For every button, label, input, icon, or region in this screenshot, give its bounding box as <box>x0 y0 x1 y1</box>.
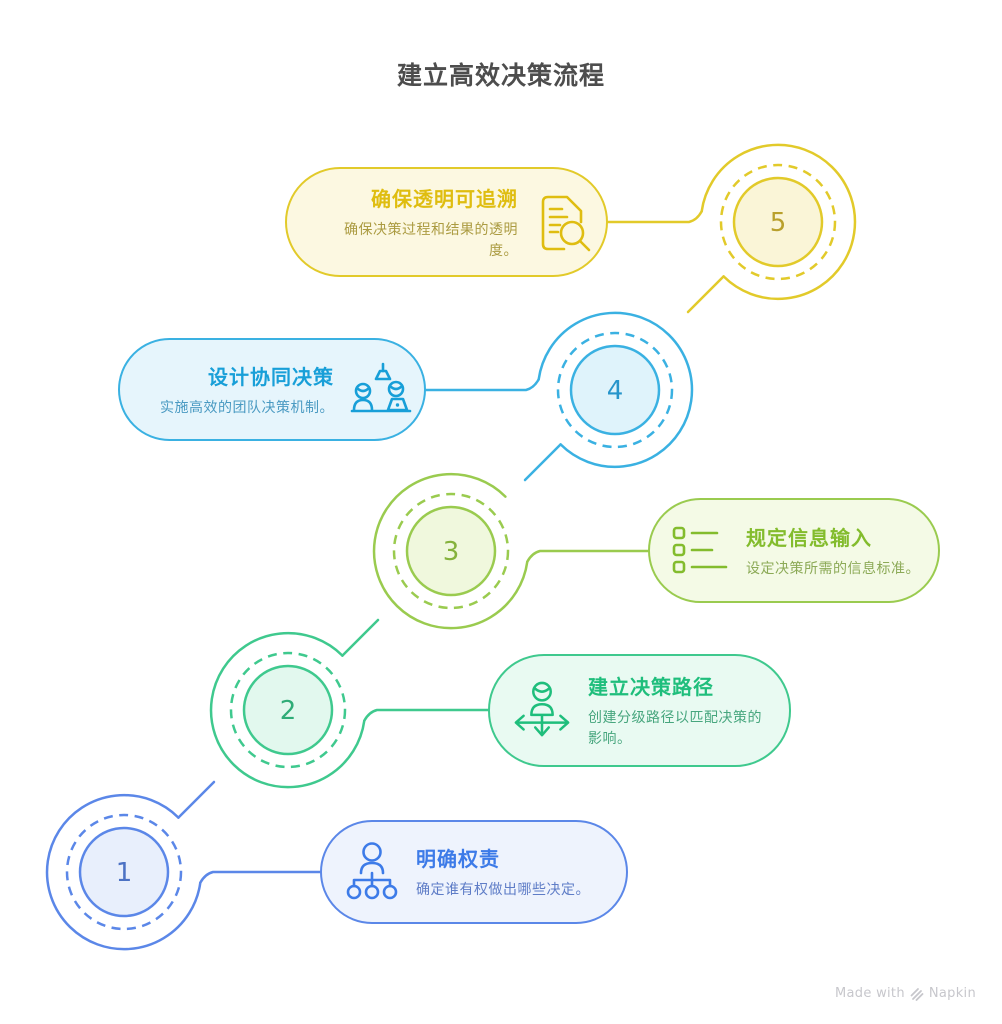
step-2-tail <box>341 618 380 657</box>
step-2-card: 建立决策路径 创建分级路径以匹配决策的影响。 <box>488 654 791 767</box>
step-1-card: 明确权责 确定谁有权做出哪些决定。 <box>320 820 628 924</box>
step-3-number: 3 <box>443 537 460 567</box>
made-with-napkin-badge[interactable]: Made with Napkin <box>835 986 976 1001</box>
brand-label: Napkin <box>928 986 976 1001</box>
step-3-ring <box>372 472 529 630</box>
page-title: 建立高效决策流程 <box>396 61 605 90</box>
step-2-title: 建立决策路径 <box>588 675 714 699</box>
step-2-dashed-ring <box>229 651 347 769</box>
step-2-description: 创建分级路径以匹配决策的影响。 <box>588 710 762 747</box>
step-2-number: 2 <box>280 696 297 726</box>
step-5-title: 确保透明可追溯 <box>371 186 518 211</box>
step-4-node: 4 <box>424 311 694 482</box>
step-3-title: 规定信息输入 <box>746 525 872 550</box>
step-5-node: 5 <box>606 143 857 314</box>
step-1-connector <box>199 870 322 884</box>
step-4-dashed-ring <box>556 331 674 449</box>
step-3-description: 设定决策所需的信息标准。 <box>746 560 920 577</box>
step-1-description: 确定谁有权做出哪些决定。 <box>416 882 590 898</box>
step-4-number-badge <box>569 344 661 436</box>
step-2-node: 2 <box>209 618 490 789</box>
step-4-description: 实施高效的团队决策机制。 <box>160 399 334 416</box>
step-4-ring <box>537 311 694 469</box>
step-1-title: 明确权责 <box>416 847 500 871</box>
step-5-dashed-ring <box>719 163 837 281</box>
step-4-title: 设计协同决策 <box>208 364 334 389</box>
step-2-number-badge <box>242 664 334 756</box>
step-5-number: 5 <box>770 208 787 238</box>
step-3-connector <box>526 549 650 563</box>
step-5-ring <box>700 143 857 301</box>
step-1-dashed-ring <box>65 813 183 931</box>
made-with-label: Made with <box>835 986 905 1001</box>
direction-person-icon <box>512 681 572 741</box>
napkin-logo-icon <box>910 987 924 1001</box>
step-1-node: 1 <box>45 780 322 951</box>
step-3-card: 规定信息输入 设定决策所需的信息标准。 <box>648 498 940 603</box>
step-5-tail <box>686 275 725 314</box>
step-1-number-badge <box>78 826 170 918</box>
step-1-ring <box>45 793 202 951</box>
step-4-number: 4 <box>607 376 624 406</box>
step-2-ring <box>209 631 366 789</box>
org-chart-icon <box>344 842 400 902</box>
step-5-card: 确保透明可追溯 确保决策过程和结果的透明度。 <box>285 167 608 277</box>
checklist-icon <box>672 526 730 576</box>
step-4-connector <box>424 378 540 392</box>
step-3-number-badge <box>405 505 497 597</box>
step-5-description: 确保决策过程和结果的透明度。 <box>344 221 518 259</box>
step-1-tail <box>177 780 216 819</box>
step-4-card: 设计协同决策 实施高效的团队决策机制。 <box>118 338 426 441</box>
step-4-tail <box>523 443 562 482</box>
step-5-number-badge <box>732 176 824 268</box>
team-collaboration-icon <box>350 362 412 418</box>
step-5-connector <box>606 210 703 224</box>
step-1-number: 1 <box>116 858 133 888</box>
step-3-dashed-ring <box>392 492 510 610</box>
document-search-icon <box>534 192 594 252</box>
step-2-connector <box>363 708 490 722</box>
step-3-node: 3 <box>372 472 650 630</box>
